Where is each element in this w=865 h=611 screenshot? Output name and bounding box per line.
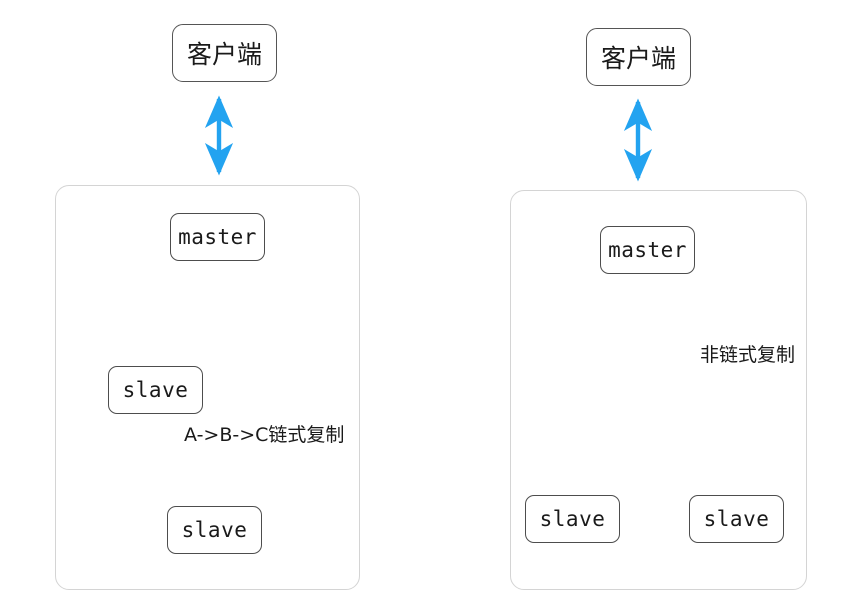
- node-slave-right-2[interactable]: slave: [689, 495, 784, 543]
- node-slave-right-1[interactable]: slave: [525, 495, 620, 543]
- node-client-right[interactable]: 客户端: [586, 28, 691, 86]
- node-client-left[interactable]: 客户端: [172, 24, 277, 82]
- node-master-right[interactable]: master: [600, 226, 695, 274]
- edge-label-left: A->B->C链式复制: [184, 424, 345, 446]
- node-slave-left-1[interactable]: slave: [108, 366, 203, 414]
- node-master-left[interactable]: master: [170, 213, 265, 261]
- node-slave-left-2[interactable]: slave: [167, 506, 262, 554]
- edge-label-right: 非链式复制: [700, 344, 796, 366]
